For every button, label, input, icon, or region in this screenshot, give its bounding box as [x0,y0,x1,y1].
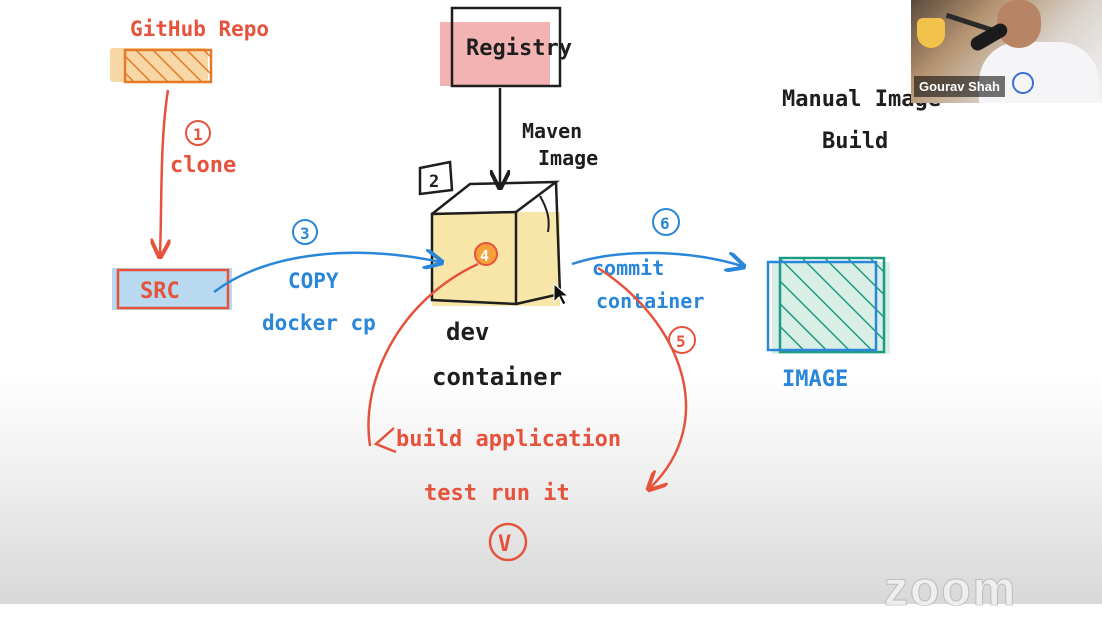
clone-arrow [160,89,168,255]
registry-label: Registry [466,36,572,61]
step-4-circle [474,242,498,266]
build-loop-left-tip [373,427,397,454]
step-1-circle [185,120,211,146]
build-label-line1: build application [396,427,621,452]
dev-container-cube [430,180,562,306]
github-repo-label: GitHub Repo [130,17,269,41]
registry-box [440,6,562,88]
shirt-logo-icon [1012,72,1034,94]
image-label: IMAGE [782,367,848,392]
step-2-box [418,160,454,196]
copy-label-line1: COPY [288,269,339,293]
lamp-shape [917,18,945,48]
build-label-line2: test run it [424,481,570,506]
mouse-cursor-icon [553,282,570,306]
dev-container-label-line1: dev [446,318,489,346]
src-label: SRC [140,279,180,304]
clone-label: clone [170,153,236,178]
build-loop-left [367,262,479,447]
step-1-number: 1 [193,125,203,144]
check-circle [488,522,528,562]
zoom-watermark: zoom [883,563,1018,617]
whiteboard: GitHub Repo 1 clone SRC Registry Maven I… [110,6,941,562]
title-line2: Build [822,129,888,154]
maven-label-line2: Image [538,146,598,170]
copy-arrow [213,253,440,294]
step-3-circle [292,219,318,245]
step-6-number: 6 [660,214,670,233]
step-5-circle [668,326,696,354]
src-box [112,268,232,310]
image-box [766,256,890,354]
step-6-circle [652,208,680,236]
commit-arrow [571,253,742,266]
commit-label-line1: commit [592,256,664,280]
copy-label-line2: docker cp [262,311,376,335]
commit-label-line2: container [596,289,704,313]
step-4-number: 4 [480,247,489,265]
check-mark: V [498,532,511,557]
participant-name-label: Gourav Shah [914,76,1005,97]
step-2-number: 2 [429,172,439,192]
dev-container-label-line2: container [432,363,562,391]
participant-video-tile[interactable]: Gourav Shah [911,0,1102,103]
maven-label-line1: Maven [522,119,582,143]
build-loop-right [597,266,688,488]
step-3-number: 3 [300,224,310,243]
step-5-number: 5 [676,332,686,351]
github-repo-box [110,48,213,84]
